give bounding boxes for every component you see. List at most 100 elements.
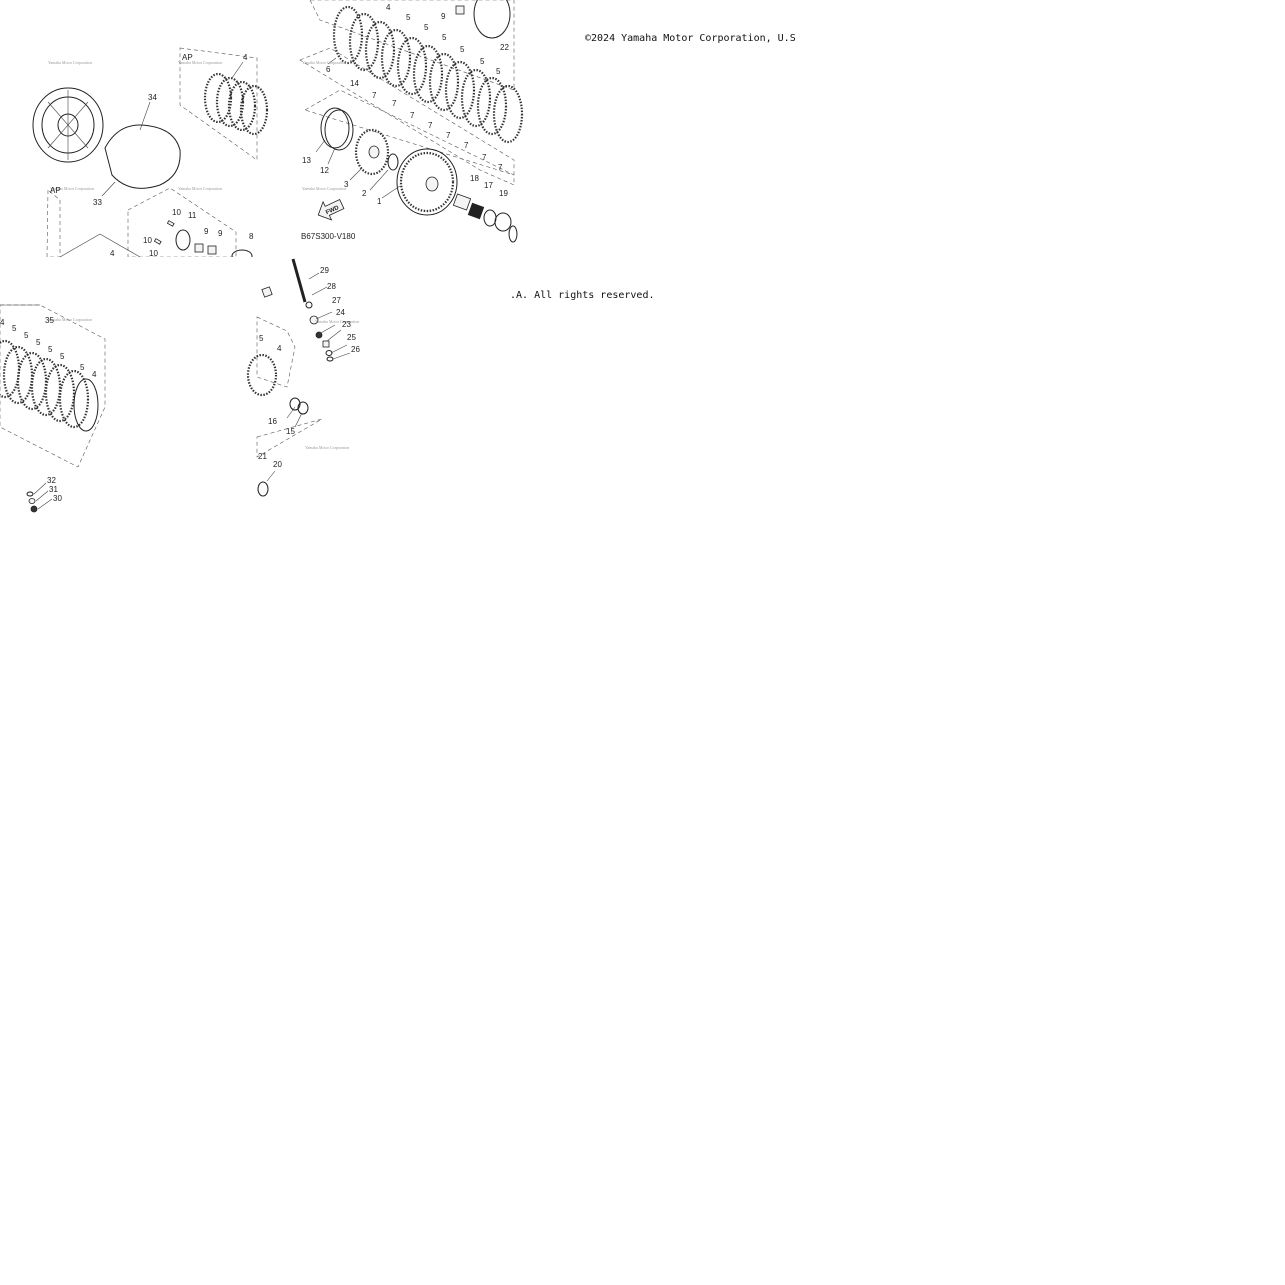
callout-number: 7	[392, 99, 397, 108]
dashed-box-pushrod	[256, 316, 296, 388]
callout-number: 2	[362, 189, 367, 198]
callout-number: 15	[286, 427, 295, 436]
pressure-plate-part	[473, 0, 511, 39]
dashed-box-plates	[309, 0, 515, 91]
callout-number: 16	[268, 417, 277, 426]
watermark-text: Yamaha Motor Corporation	[305, 445, 349, 450]
callout-number: 19	[499, 189, 508, 198]
callout-number: 4	[110, 249, 115, 258]
callout-number: 5	[48, 345, 53, 354]
watermark-text: Yamaha Motor Corporation	[302, 60, 346, 65]
callout-number: 4	[277, 344, 282, 353]
callout-number: 18	[470, 174, 479, 183]
callout-number: 4	[386, 3, 391, 12]
callout-number: 23	[342, 320, 351, 329]
dashed-box-rings	[304, 89, 515, 176]
push-rod-drawing: Yamaha Motor Corporation Yamaha Motor Co…	[246, 258, 360, 497]
callout-number: 17	[484, 181, 493, 190]
callout-number: 25	[347, 333, 356, 342]
callout-number: 5	[496, 67, 501, 76]
diagram-tile-friction-plates: Yamaha Motor Corporation 4 35 5 5 5 5 5 …	[0, 257, 257, 514]
dashed-box-bearing	[256, 418, 323, 458]
svg-text:FWD: FWD	[325, 205, 341, 216]
callout-number: 14	[350, 79, 359, 88]
callout-number: 34	[148, 93, 157, 102]
callout-number: 8	[249, 232, 254, 241]
callout-number: 33	[93, 198, 102, 207]
callout-number: 3	[344, 180, 349, 189]
clutch-boss-part	[354, 128, 390, 176]
callout-number: 22	[500, 43, 509, 52]
callout-number: 10	[149, 249, 158, 258]
callout-number: 30	[53, 494, 62, 503]
plate-stack	[332, 5, 524, 144]
callout-number: 12	[320, 166, 329, 175]
dashed-box-left	[46, 189, 61, 258]
watermark-text: Yamaha Motor Corporation	[302, 186, 346, 191]
friction-plate-stack	[0, 339, 99, 432]
callout-number: 4	[0, 318, 5, 327]
callout-number: 7	[410, 111, 415, 120]
callout-number: 35	[45, 316, 54, 325]
callout-number: 5	[60, 352, 65, 361]
callout-number: 7	[498, 163, 503, 172]
callout-number: 9	[204, 227, 209, 236]
watermark-text: Yamaha Motor Corporation	[48, 317, 92, 322]
callout-number: 7	[464, 141, 469, 150]
watermark-text: Yamaha Motor Corporation	[178, 60, 222, 65]
callout-number: 5	[480, 57, 485, 66]
callout-number: 7	[446, 131, 451, 140]
diagram-tile-push-rod: Yamaha Motor Corporation Yamaha Motor Co…	[246, 257, 514, 514]
clutch-assembly-drawing: FWD Yamaha Motor Corporation Yamaha Moto…	[299, 0, 524, 243]
callout-number: 7	[482, 153, 487, 162]
clutch-housing-part	[396, 148, 458, 216]
callout-number: 4	[243, 53, 248, 62]
diagram-tile-clutch-cover: Yamaha Motor Corporation Yamaha Motor Co…	[0, 0, 269, 263]
watermark-text: Yamaha Motor Corporation	[50, 186, 94, 191]
callout-number: 27	[332, 296, 341, 305]
callout-number: 1	[377, 197, 382, 206]
dashed-box-plates-lower	[299, 47, 515, 186]
friction-plates-drawing: Yamaha Motor Corporation 4 35 5 5 5 5 5 …	[0, 304, 106, 513]
callout-number: 5	[12, 324, 17, 333]
copyright-text-part2: .A. All rights reserved.	[510, 290, 655, 301]
callout-number: 20	[273, 460, 282, 469]
watermark-text: Yamaha Motor Corporation	[48, 60, 92, 65]
callout-number: 5	[36, 338, 41, 347]
gasket-part	[104, 124, 181, 189]
ap-label: AP	[50, 186, 61, 195]
clutch-cover-part	[32, 87, 104, 163]
callout-number: 11	[188, 211, 197, 220]
callout-number: 7	[372, 91, 377, 100]
callout-number: 5	[424, 23, 429, 32]
callout-number: 4	[92, 370, 97, 379]
dashed-box-bolts	[127, 187, 237, 258]
callout-number: 10	[172, 208, 181, 217]
copyright-text-part1: ©2024 Yamaha Motor Corporation, U.S	[585, 33, 796, 44]
callout-number: 6	[326, 65, 331, 74]
callout-number: 5	[460, 45, 465, 54]
diagram-code: B67S300-V180	[301, 232, 356, 241]
callout-number: 21	[258, 452, 267, 461]
watermark-text: Yamaha Motor Corporation	[315, 319, 359, 324]
ap-label: AP	[182, 53, 193, 62]
callout-number: 31	[49, 485, 58, 494]
callout-number: 9	[441, 12, 446, 21]
callout-number: 26	[351, 345, 360, 354]
callout-number: 5	[442, 33, 447, 42]
washer-part	[387, 153, 399, 171]
callout-number: 24	[336, 308, 345, 317]
callout-number: 28	[327, 282, 336, 291]
callout-number: 5	[24, 331, 29, 340]
callout-number: 7	[428, 121, 433, 130]
callout-number: 10	[143, 236, 152, 245]
disc-stack-a	[203, 72, 269, 136]
callout-number: 13	[302, 156, 311, 165]
diagram-tile-clutch-assembly: FWD Yamaha Motor Corporation Yamaha Moto…	[299, 0, 524, 257]
callout-number: 9	[218, 229, 223, 238]
push-rod-part	[291, 258, 307, 303]
fwd-arrow-icon: FWD	[317, 199, 345, 221]
clutch-cover-drawing: Yamaha Motor Corporation Yamaha Motor Co…	[32, 47, 269, 263]
callout-number: 5	[259, 334, 264, 343]
